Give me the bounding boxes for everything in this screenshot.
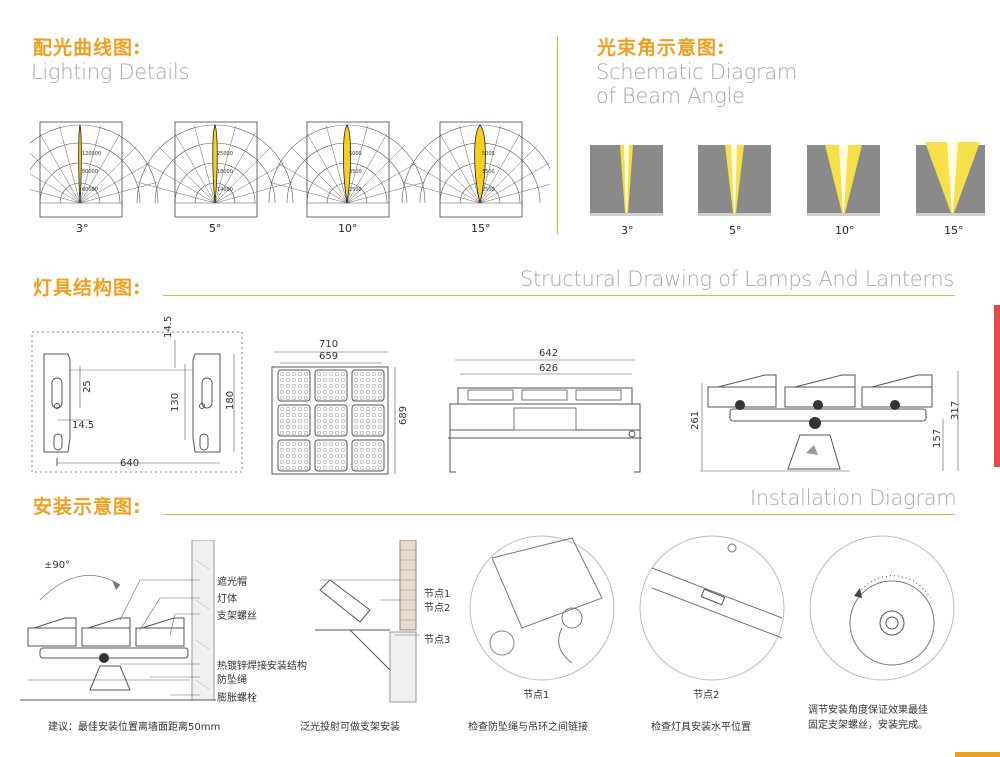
top-view-drawing bbox=[448, 359, 642, 473]
install-node-3: 节点3 bbox=[424, 635, 451, 646]
install-label-4: 热镀锌焊接安装结构 bbox=[217, 661, 307, 672]
side-view-drawing bbox=[700, 371, 959, 472]
section-divider bbox=[557, 36, 558, 234]
beam-label-15: 15° bbox=[944, 224, 964, 237]
lighting-title-cn: 配光曲线图: bbox=[33, 37, 142, 59]
polar-value-3-0: 2500 bbox=[482, 187, 495, 193]
polar-value-0-1: 80000 bbox=[82, 169, 98, 175]
beam-label-10: 10° bbox=[835, 224, 855, 237]
polar-chart-2: 2500 3500 5000 bbox=[268, 121, 426, 218]
install-label-3: 支架螺丝 bbox=[217, 611, 257, 622]
detail3-line1: 调节安装角度保证效果最佳 bbox=[808, 705, 928, 716]
polar-label-3: 3° bbox=[76, 222, 89, 235]
detail1-text: 检查防坠绳与吊环之间链接 bbox=[468, 722, 588, 733]
beam-block-15 bbox=[916, 142, 985, 216]
front-module bbox=[314, 404, 348, 437]
install-note-left: 建议：最佳安装位置离墙面距离50mm bbox=[48, 722, 221, 733]
beam-title-en-2: of Beam Angle bbox=[596, 84, 745, 108]
install-note-mid: 泛光投射可做支架安装 bbox=[300, 722, 400, 733]
install-label-6: 膨胀螺栓 bbox=[217, 693, 257, 704]
polar-value-1-1: 18000 bbox=[217, 169, 233, 175]
beam-title-cn: 光束角示意图: bbox=[597, 37, 726, 59]
install-rule bbox=[163, 514, 955, 515]
polar-lobe-0 bbox=[78, 124, 82, 204]
install-title-en: Installation Diagram bbox=[750, 486, 957, 510]
dim-bracket-c: 130 bbox=[170, 392, 181, 412]
beam-diagrams bbox=[590, 142, 985, 216]
polar-value-0-2: 120000 bbox=[82, 151, 101, 157]
detail-circle-3 bbox=[809, 535, 955, 681]
beam-label-3: 3° bbox=[621, 224, 634, 237]
polar-value-2-1: 3500 bbox=[349, 169, 362, 175]
front-module bbox=[351, 404, 385, 437]
polar-value-2-0: 2500 bbox=[349, 187, 362, 193]
footer-tab bbox=[955, 752, 1000, 757]
detail2-text: 检查灯具安装水平位置 bbox=[651, 722, 751, 733]
install-angle: ±90° bbox=[44, 560, 71, 571]
bracket-drawing bbox=[31, 331, 243, 473]
detail-circle-1 bbox=[469, 535, 615, 681]
structure-rule bbox=[163, 295, 955, 296]
side-tab bbox=[994, 305, 1000, 467]
dim-bracket-f: 640 bbox=[120, 458, 140, 469]
dim-bracket-a: 14.5 bbox=[163, 315, 174, 338]
polar-chart-3: 2500 3500 5000 bbox=[401, 121, 550, 218]
lighting-title-en: Lighting Details bbox=[31, 60, 190, 84]
dim-top-w1: 642 bbox=[539, 348, 559, 359]
polar-value-1-0: 14000 bbox=[217, 187, 233, 193]
install-label-1: 遮光帽 bbox=[217, 577, 247, 588]
beam-block-3 bbox=[590, 145, 663, 216]
front-module bbox=[277, 404, 311, 437]
install-label-2: 灯体 bbox=[217, 594, 237, 605]
polar-label-15: 15° bbox=[471, 222, 491, 235]
beam-title-en-1: Schematic Diagram bbox=[596, 60, 798, 84]
polar-label-10: 10° bbox=[338, 222, 358, 235]
install-title-cn: 安装示意图: bbox=[33, 496, 142, 518]
dim-bracket-b: 25 bbox=[82, 380, 93, 393]
polar-charts: 60000 80000 120000 14000 18000 25000 2500 3500 5… bbox=[30, 121, 550, 218]
dim-front-w2: 659 bbox=[319, 351, 339, 362]
polar-value-3-2: 5000 bbox=[482, 151, 495, 157]
install-node-2: 节点2 bbox=[424, 603, 451, 614]
front-module bbox=[277, 439, 311, 472]
polar-value-3-1: 3500 bbox=[482, 169, 495, 175]
polar-value-0-0: 60000 bbox=[82, 187, 98, 193]
detail1-title: 节点1 bbox=[523, 690, 550, 701]
detail2-title: 节点2 bbox=[693, 690, 720, 701]
dim-side-h1: 261 bbox=[690, 410, 701, 430]
front-module bbox=[277, 369, 311, 402]
beam-label-5: 5° bbox=[729, 224, 742, 237]
install-node-1: 节点1 bbox=[424, 589, 451, 600]
dim-bracket-d: 180 bbox=[225, 390, 236, 410]
polar-lobe-1 bbox=[212, 123, 218, 204]
front-module bbox=[314, 369, 348, 402]
dim-side-h3: 157 bbox=[932, 428, 943, 448]
front-module bbox=[351, 439, 385, 472]
dim-front-h: 689 bbox=[398, 405, 409, 425]
polar-label-5: 5° bbox=[209, 222, 222, 235]
polar-lobe-2 bbox=[343, 124, 351, 204]
polar-chart-1: 14000 18000 25000 bbox=[136, 121, 294, 218]
install-label-5: 防坠绳 bbox=[217, 675, 247, 686]
install-drawing bbox=[20, 540, 420, 703]
structure-title-en: Structural Drawing of Lamps And Lanterns bbox=[520, 267, 954, 291]
front-module bbox=[314, 439, 348, 472]
front-module bbox=[351, 369, 385, 402]
polar-lobe-3 bbox=[474, 124, 486, 204]
polar-chart-0: 60000 80000 120000 bbox=[30, 121, 159, 218]
structure-title-cn: 灯具结构图: bbox=[33, 277, 142, 299]
dim-front-w1: 710 bbox=[319, 339, 339, 350]
detail-circle-2 bbox=[639, 535, 785, 681]
dim-top-w2: 626 bbox=[539, 363, 559, 374]
detail3-line2: 固定支架螺丝，安装完成。 bbox=[808, 720, 928, 731]
polar-value-2-2: 5000 bbox=[349, 151, 362, 157]
dim-side-h2: 317 bbox=[950, 400, 961, 420]
polar-value-1-2: 25000 bbox=[217, 151, 233, 157]
beam-block-10 bbox=[807, 145, 880, 216]
dim-bracket-e: 14.5 bbox=[72, 420, 95, 431]
front-view-drawing bbox=[271, 351, 396, 475]
beam-block-5 bbox=[698, 145, 771, 216]
